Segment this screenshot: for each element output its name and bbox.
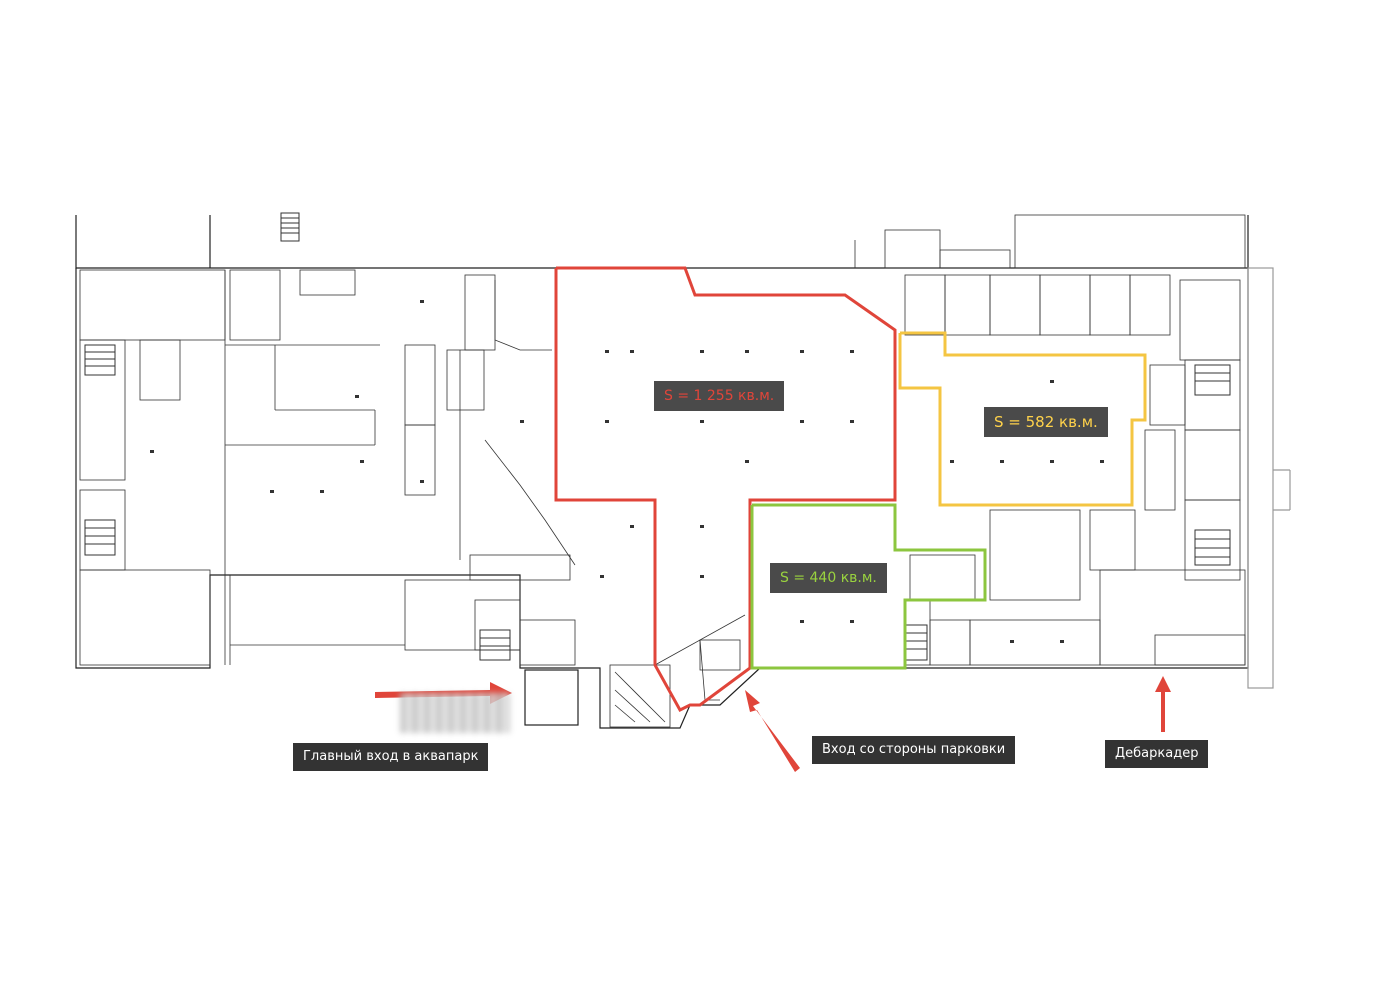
blurred-label bbox=[400, 693, 510, 733]
column-grid bbox=[150, 300, 1104, 643]
zone-red-outline bbox=[554, 266, 897, 712]
arrow-up-icon bbox=[1155, 676, 1171, 732]
zone-area-label-yellow: S = 582 кв.м. bbox=[984, 407, 1108, 437]
zone-area-label-green: S = 440 кв.м. bbox=[770, 563, 887, 593]
interior-walls bbox=[79, 214, 1246, 728]
callout-main-entrance: Главный вход в аквапарк bbox=[293, 743, 489, 771]
arrow-up-icon bbox=[745, 690, 800, 772]
zone-yellow-outline bbox=[898, 331, 1147, 507]
zone-green-outline bbox=[750, 503, 987, 670]
callout-parking-entrance: Вход со стороны парковки bbox=[812, 736, 1016, 764]
stair-icon bbox=[84, 212, 1231, 661]
callout-dock: Дебаркадер bbox=[1105, 740, 1209, 768]
building-outline bbox=[75, 215, 1291, 729]
zone-area-label-red: S = 1 255 кв.м. bbox=[654, 381, 785, 411]
